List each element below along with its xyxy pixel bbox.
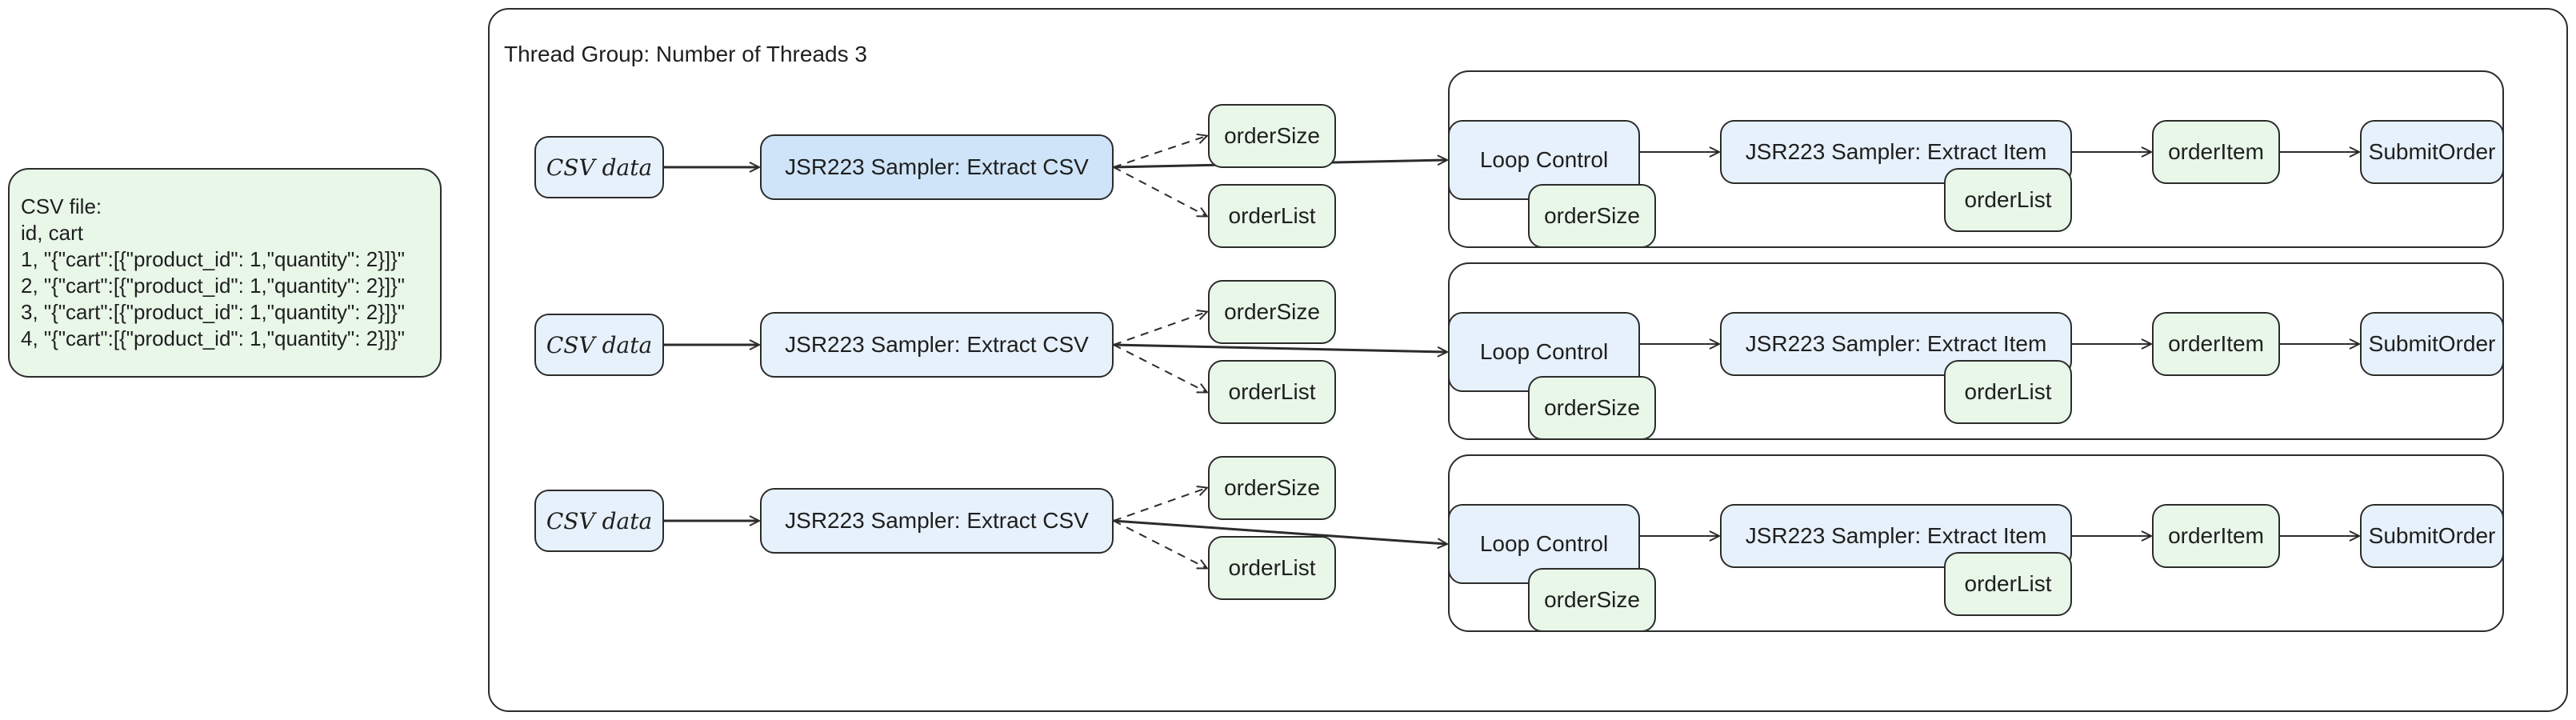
order-size-variable[interactable]: orderSize — [1208, 456, 1336, 520]
csv-note-label: CSV file: — [21, 194, 102, 218]
csv-data-node[interactable]: CSV data — [534, 490, 664, 552]
item-order-list-variable[interactable]: orderList — [1944, 552, 2072, 616]
order-item-node[interactable]: orderItem — [2152, 504, 2280, 568]
order-size-variable[interactable]: orderSize — [1208, 104, 1336, 168]
order-list-variable[interactable]: orderList — [1208, 360, 1336, 424]
order-size-variable[interactable]: orderSize — [1208, 280, 1336, 344]
item-order-list-variable[interactable]: orderList — [1944, 360, 2072, 424]
order-list-variable[interactable]: orderList — [1208, 184, 1336, 248]
thread-group-title: Thread Group: Number of Threads 3 — [504, 42, 867, 66]
order-item-node[interactable]: orderItem — [2152, 312, 2280, 376]
submit-order-node[interactable]: SubmitOrder — [2360, 120, 2504, 184]
csv-note-row: 3, "{"cart":[{"product_id": 1,"quantity"… — [21, 300, 406, 324]
thread-group-frame — [488, 8, 2568, 712]
csv-note-row: 2, "{"cart":[{"product_id": 1,"quantity"… — [21, 274, 406, 298]
loop-order-size-variable[interactable]: orderSize — [1528, 184, 1656, 248]
order-item-node[interactable]: orderItem — [2152, 120, 2280, 184]
csv-data-node[interactable]: CSV data — [534, 314, 664, 376]
submit-order-node[interactable]: SubmitOrder — [2360, 312, 2504, 376]
csv-note-header: id, cart — [21, 221, 84, 245]
submit-order-node[interactable]: SubmitOrder — [2360, 504, 2504, 568]
csv-note-row: 1, "{"cart":[{"product_id": 1,"quantity"… — [21, 247, 406, 271]
item-order-list-variable[interactable]: orderList — [1944, 168, 2072, 232]
extract-csv-sampler[interactable]: JSR223 Sampler: Extract CSV — [760, 488, 1114, 554]
loop-order-size-variable[interactable]: orderSize — [1528, 568, 1656, 632]
loop-order-size-variable[interactable]: orderSize — [1528, 376, 1656, 440]
csv-note-row: 4, "{"cart":[{"product_id": 1,"quantity"… — [21, 326, 406, 350]
extract-csv-sampler[interactable]: JSR223 Sampler: Extract CSV — [760, 312, 1114, 378]
extract-csv-sampler[interactable]: JSR223 Sampler: Extract CSV — [760, 134, 1114, 200]
order-list-variable[interactable]: orderList — [1208, 536, 1336, 600]
csv-data-node[interactable]: CSV data — [534, 136, 664, 198]
